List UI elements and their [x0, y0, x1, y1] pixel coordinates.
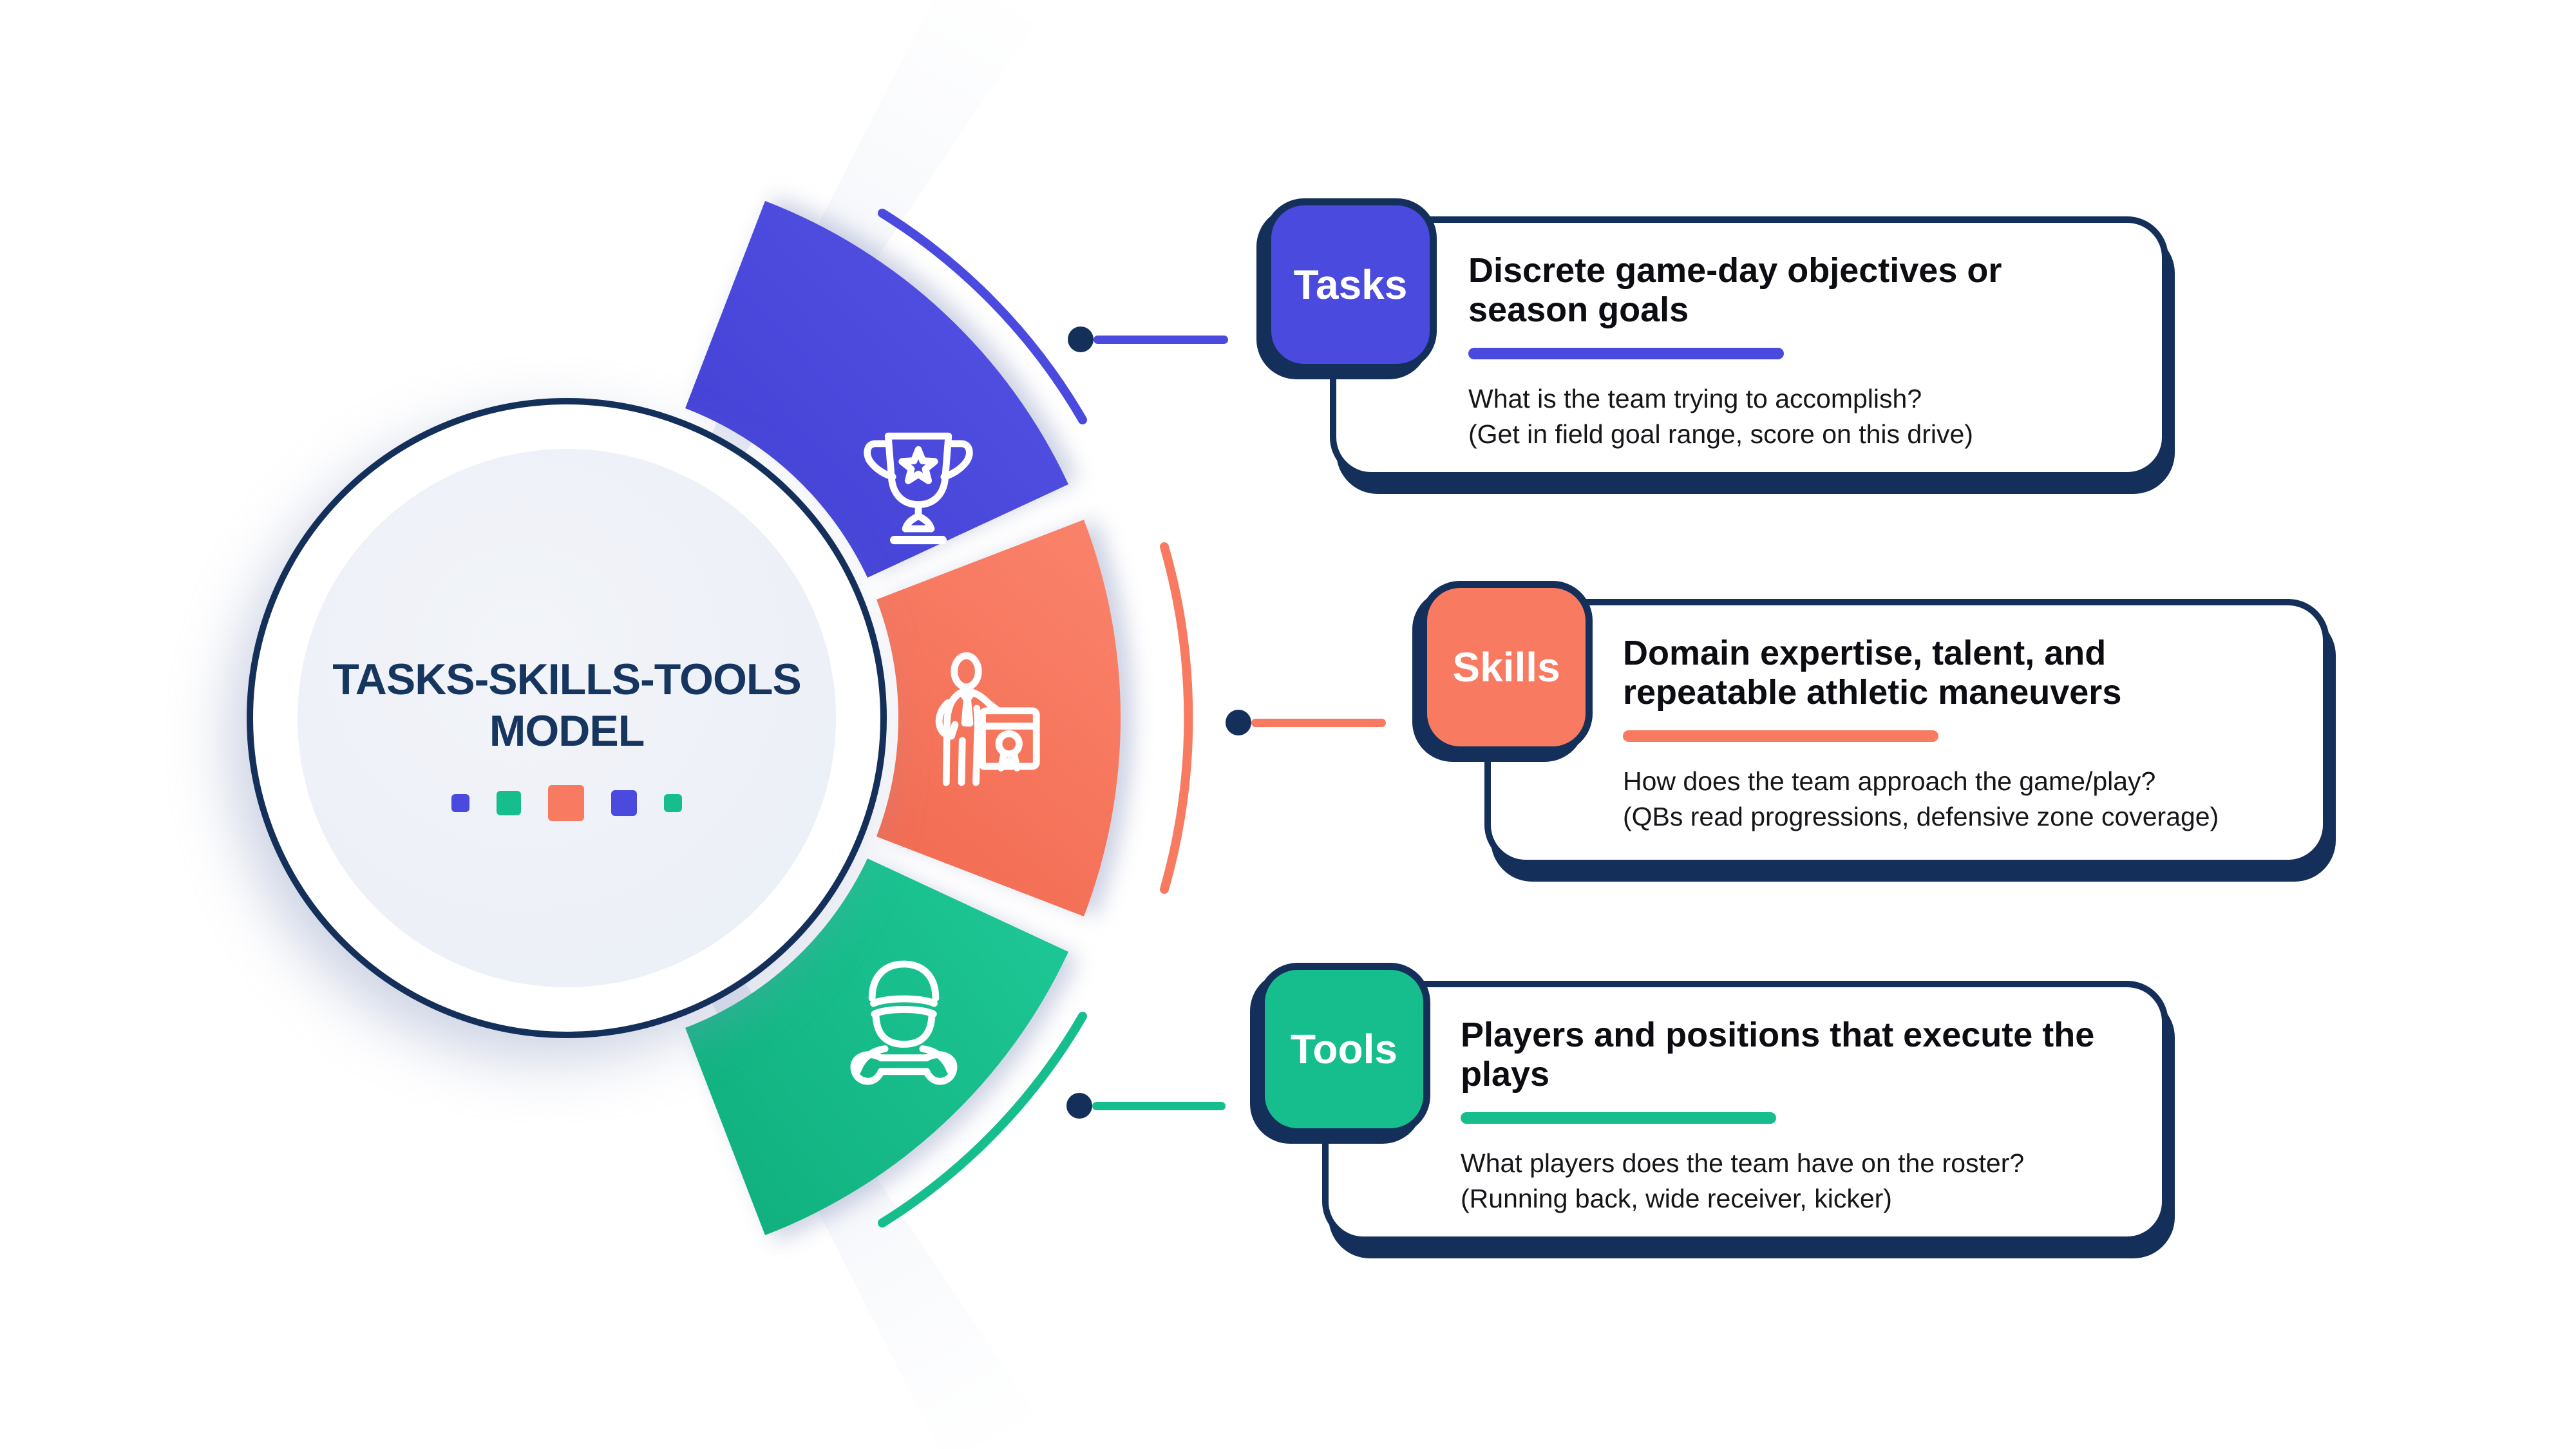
- card-skills: Domain expertise, talent, and repeatable…: [1484, 599, 2329, 866]
- square-green-small: [664, 794, 682, 813]
- skills-arc: [1160, 542, 1193, 894]
- card-skills-title: Domain expertise, talent, and repeatable…: [1623, 634, 2122, 712]
- center-title-block: TASKS-SKILLS-TOOLS MODEL: [277, 654, 857, 822]
- card-tasks-body: What is the team trying to accomplish? (…: [1468, 381, 2136, 451]
- connector-dot-tools: [1066, 1093, 1092, 1119]
- connector-dot-tasks: [1068, 327, 1094, 352]
- card-skills-body: How does the team approach the game/play…: [1623, 764, 2297, 834]
- connector-dot-skills: [1226, 710, 1251, 735]
- trophy-icon: [864, 432, 973, 545]
- card-tools-body-line2: (Running back, wide receiver, kicker): [1461, 1183, 1892, 1213]
- center-color-squares: [451, 785, 682, 822]
- mechanic-icon: [850, 960, 958, 1085]
- center-title-line2: MODEL: [489, 706, 645, 756]
- badge-tasks: Tasks: [1264, 198, 1437, 371]
- connector-line-skills: [1251, 719, 1386, 727]
- square-orange-large: [548, 785, 584, 822]
- badge-tasks-label: Tasks: [1293, 261, 1408, 308]
- card-tasks-title: Discrete game-day objectives or season g…: [1468, 251, 2002, 330]
- presenter-icon: [935, 652, 1040, 786]
- card-tools-body-line1: What players does the team have on the r…: [1461, 1148, 2025, 1179]
- badge-tools: Tools: [1258, 963, 1430, 1135]
- segment-tools: [685, 858, 1068, 1235]
- square-green-medium: [497, 791, 521, 816]
- card-skills-body-line2: (QBs read progressions, defensive zone c…: [1623, 801, 2219, 831]
- card-tools-underline: [1461, 1112, 1776, 1124]
- badge-tools-label: Tools: [1291, 1026, 1397, 1072]
- card-tools-title: Players and positions that execute the p…: [1461, 1016, 2095, 1094]
- connector-line-tasks: [1094, 336, 1228, 344]
- card-skills-underline: [1623, 730, 1938, 743]
- badge-skills: Skills: [1420, 581, 1593, 753]
- card-tasks-underline: [1468, 348, 1784, 360]
- segment-tasks: [685, 201, 1068, 578]
- card-tasks-body-line1: What is the team trying to accomplish?: [1468, 384, 1922, 414]
- card-tasks-body-line2: (Get in field goal range, score on this …: [1468, 419, 1973, 449]
- tasks-arc: [878, 209, 1087, 424]
- card-skills-body-line1: How does the team approach the game/play…: [1623, 766, 2156, 797]
- card-tools-body: What players does the team have on the r…: [1461, 1146, 2136, 1216]
- connector-line-tools: [1092, 1102, 1226, 1110]
- center-circle: [247, 398, 887, 1038]
- square-blue-small: [451, 794, 469, 813]
- segment-skills: [876, 520, 1121, 916]
- card-tasks: Discrete game-day objectives or season g…: [1330, 216, 2168, 478]
- square-blue-medium: [611, 790, 637, 817]
- card-tools: Players and positions that execute the p…: [1322, 981, 2168, 1243]
- center-title-line1: TASKS-SKILLS-TOOLS: [332, 655, 801, 704]
- badge-skills-label: Skills: [1452, 644, 1560, 690]
- tools-arc: [878, 1012, 1087, 1227]
